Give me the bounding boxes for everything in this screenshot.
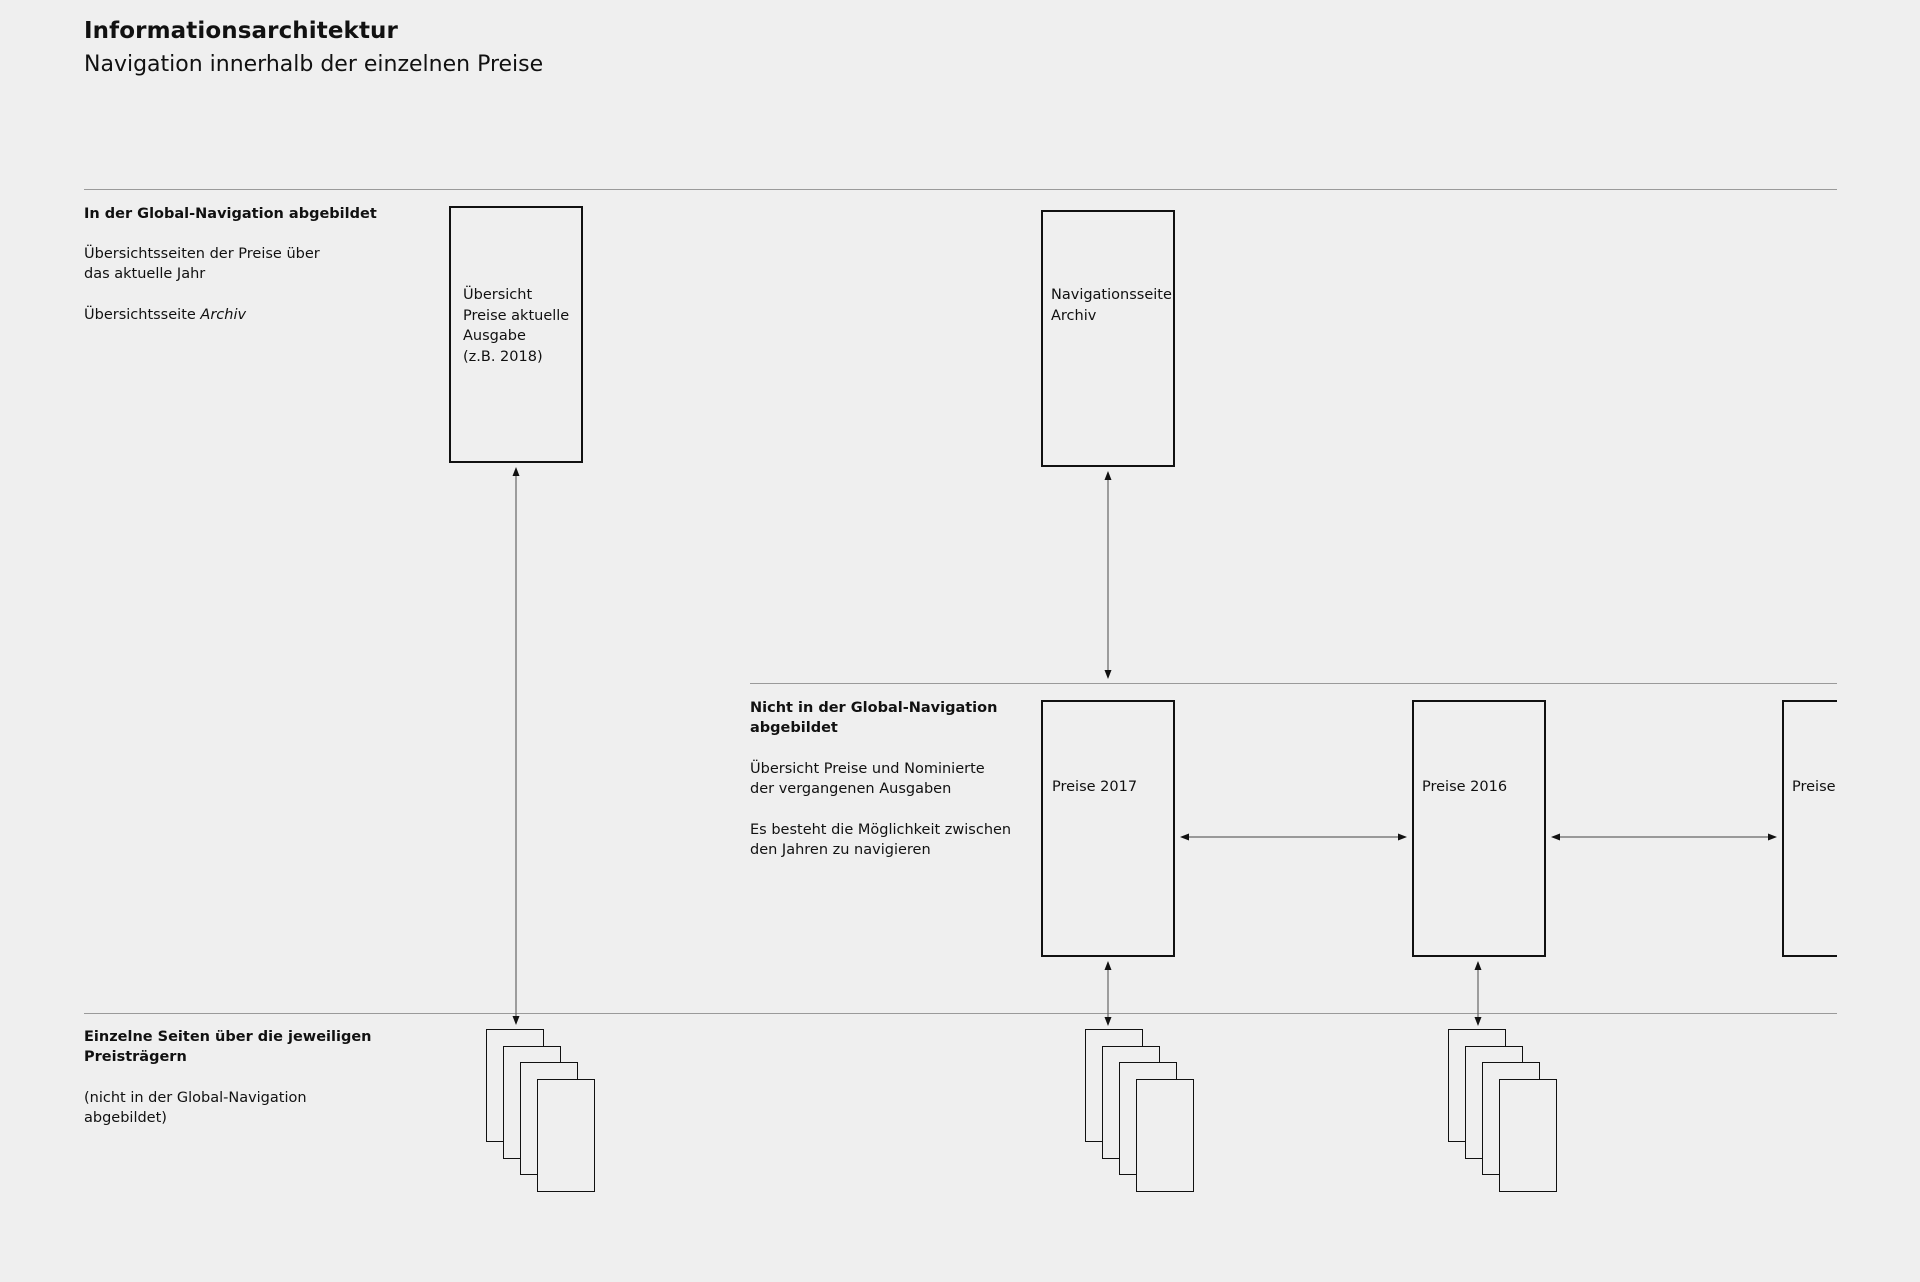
section-not-global-text-line: Übersicht Preise und Nominierte <box>750 761 985 777</box>
node-preise-next-clip: Preise <box>1782 700 1837 957</box>
node-label-line: Übersicht <box>463 287 533 303</box>
node-preise-2017-label: Preise 2017 <box>1052 779 1138 795</box>
node-preise-2016-label: Preise 2016 <box>1422 779 1508 795</box>
section-pages-heading: Preisträgern <box>84 1049 187 1065</box>
archive-text-prefix: Übersichtsseite <box>84 307 201 323</box>
node-preise-2016: Preise 2016 <box>1412 700 1546 957</box>
section-pages-text-line: (nicht in der Global-Navigation <box>84 1090 307 1106</box>
section-not-global-text-line: den Jahren zu navigieren <box>750 842 931 858</box>
section-not-global-text-line: Es besteht die Möglichkeit zwischen <box>750 822 1012 838</box>
divider-pages <box>84 1013 1837 1014</box>
node-archive: Navigationsseite Archiv <box>1041 210 1175 467</box>
section-pages-heading: Einzelne Seiten über die jeweiligen <box>84 1029 372 1045</box>
section-global-text-line: das aktuelle Jahr <box>84 266 206 282</box>
page-stack-current <box>486 1029 596 1195</box>
page-icon <box>1136 1079 1194 1192</box>
section-global-text-line: Übersichtsseiten der Preise über <box>84 246 320 262</box>
connector-archive-section <box>1104 471 1112 679</box>
section-pages-description: Einzelne Seiten über die jeweiligen Prei… <box>84 1027 414 1128</box>
connector-2017-pages <box>1104 961 1112 1026</box>
section-not-global-description: Nicht in der Global-Navigation abgebilde… <box>750 698 1040 860</box>
section-global-heading: In der Global-Navigation abgebildet <box>84 206 377 222</box>
divider-not-global <box>750 683 1837 684</box>
section-not-global-heading: Nicht in der Global-Navigation <box>750 700 998 716</box>
archive-text-italic: Archiv <box>200 307 247 323</box>
node-label-line: Archiv <box>1051 307 1097 324</box>
connector-2017-2016 <box>1180 833 1407 841</box>
connector-2016-pages <box>1474 961 1482 1026</box>
section-pages-text-line: abgebildet) <box>84 1110 167 1126</box>
section-global-archive-text: Übersichtsseite Archiv <box>84 305 414 325</box>
page-stack-2016 <box>1448 1029 1558 1195</box>
page-icon <box>1499 1079 1557 1192</box>
page-title: Informationsarchitektur <box>84 18 398 44</box>
node-preise-2017: Preise 2017 <box>1041 700 1175 957</box>
node-label-line: Navigationsseite <box>1051 287 1172 303</box>
node-current-edition: Übersicht Preise aktuelle Ausgabe (z.B. … <box>449 206 583 463</box>
page-icon <box>537 1079 595 1192</box>
node-label-line: Ausgabe <box>463 328 526 344</box>
section-not-global-text-line: der vergangenen Ausgaben <box>750 781 952 797</box>
node-preise-next: Preise <box>1782 700 1837 957</box>
section-not-global-heading: abgebildet <box>750 720 838 736</box>
node-current-edition-label: Übersicht Preise aktuelle Ausgabe (z.B. … <box>463 285 569 367</box>
page-stack-2017 <box>1085 1029 1195 1195</box>
node-archive-label: Navigationsseite Archiv <box>1051 285 1172 326</box>
node-label-line: (z.B. 2018) <box>463 348 543 365</box>
node-preise-next-label: Preise <box>1792 779 1836 795</box>
connector-current-pages <box>512 467 520 1025</box>
divider-global <box>84 189 1837 190</box>
section-global-description: In der Global-Navigation abgebildet Über… <box>84 204 414 325</box>
node-label-line: Preise aktuelle <box>463 307 570 324</box>
connector-2016-next <box>1551 833 1777 841</box>
page-subtitle: Navigation innerhalb der einzelnen Preis… <box>84 52 544 77</box>
